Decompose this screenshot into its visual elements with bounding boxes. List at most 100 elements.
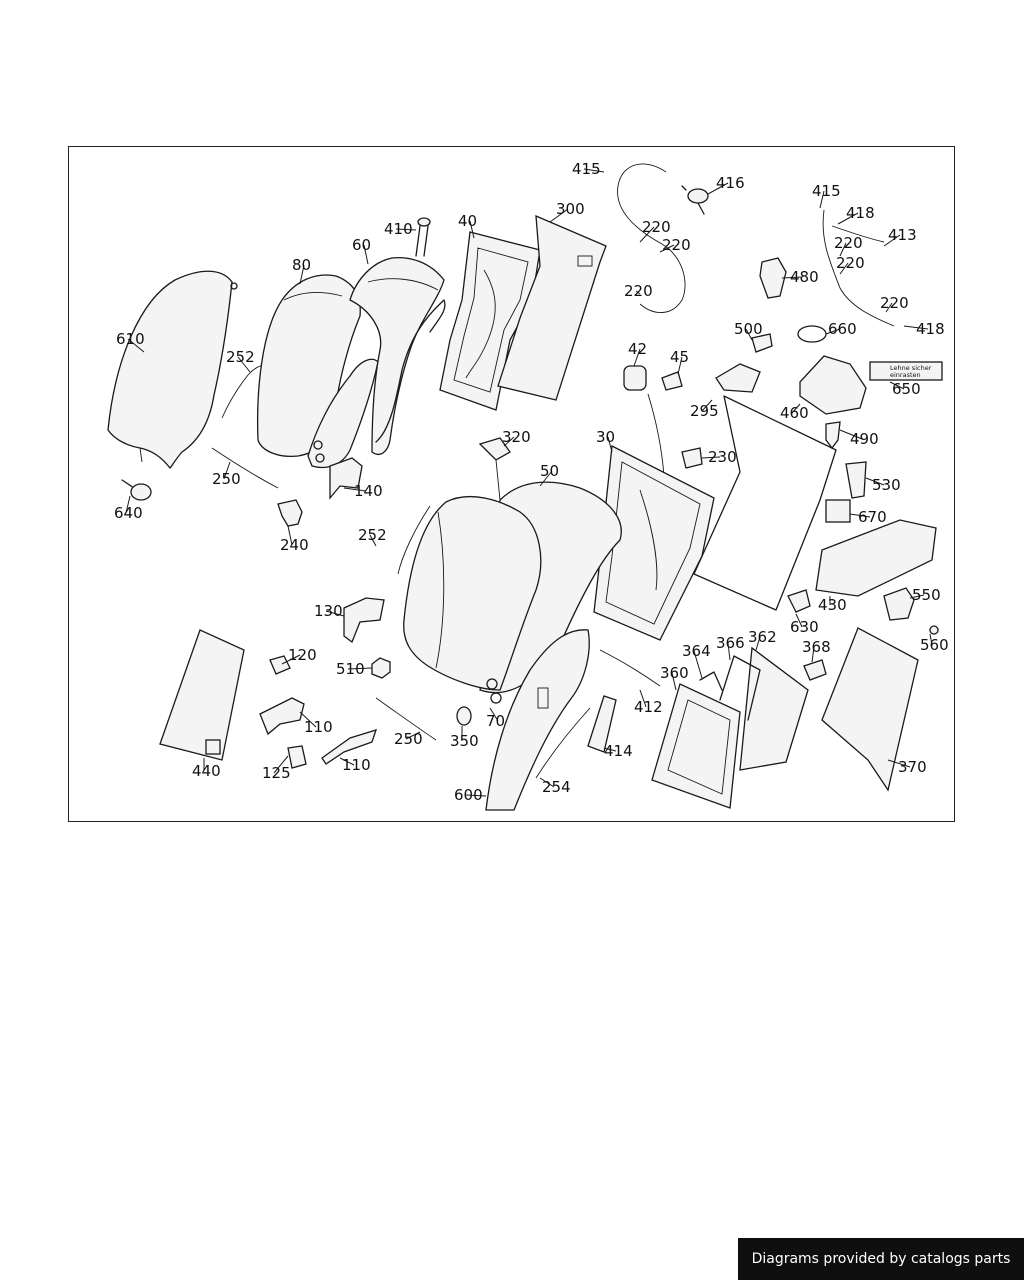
callout-leader-220a [639, 226, 655, 243]
part-140-bracket [329, 457, 363, 500]
callout-label-500: 500 [734, 320, 763, 338]
part-350-clip [456, 706, 472, 726]
callout-label-220b: 220 [662, 236, 691, 254]
part-230-screw [681, 447, 703, 469]
warning-label-line2: einrasten [890, 371, 921, 379]
callout-leader-416 [707, 182, 729, 195]
callout-leader-220c [635, 290, 641, 295]
part-412-wire [599, 649, 661, 687]
part-368-screw [803, 659, 827, 681]
callout-leader-300 [549, 208, 569, 223]
callout-label-416: 416 [716, 174, 745, 192]
callout-label-220e: 220 [836, 254, 865, 272]
callout-label-140: 140 [354, 482, 383, 500]
callout-leader-130 [325, 610, 345, 617]
part-416-bolt [681, 185, 709, 215]
part-370-panel [821, 627, 919, 792]
callout-label-230: 230 [708, 448, 737, 466]
part-42-knob [623, 365, 647, 391]
callout-leader-650 [889, 381, 905, 390]
callout-leader-368 [811, 646, 815, 663]
callout-leader-610 [127, 338, 145, 353]
callout-leader-370 [887, 759, 911, 768]
callout-label-50: 50 [540, 462, 559, 480]
callout-label-510: 510 [336, 660, 365, 678]
callout-leader-660 [825, 328, 841, 335]
callout-label-460: 460 [780, 404, 809, 422]
part-670-pad [825, 499, 851, 523]
warning-label-line1: Lehne sicher [890, 364, 932, 372]
callout-label-650: 650 [892, 380, 921, 398]
callout-leader-220f [885, 302, 893, 313]
part-640-clip [121, 479, 152, 501]
callout-label-360: 360 [660, 664, 689, 682]
part-362-housing [739, 646, 809, 771]
callout-leader-530 [865, 477, 885, 486]
part-630-clip [787, 589, 811, 613]
callout-label-490: 490 [850, 430, 879, 448]
callout-label-530: 530 [872, 476, 901, 494]
callout-label-320: 320 [502, 428, 531, 446]
part-550-bracket [883, 587, 915, 621]
callout-label-418b: 418 [916, 320, 945, 338]
part-125-bolt [287, 745, 307, 769]
part-295-panel [693, 395, 837, 611]
callout-leader-220e [839, 262, 849, 275]
callout-label-252a: 252 [226, 348, 255, 366]
callout-label-366: 366 [716, 634, 745, 652]
callout-label-560: 560 [920, 636, 949, 654]
part-130-bracket [343, 597, 385, 644]
callout-label-60: 60 [352, 236, 371, 254]
callout-label-252b: 252 [358, 526, 387, 544]
callout-label-250b: 250 [394, 730, 423, 748]
callout-leader-50 [539, 470, 553, 487]
credit-badge: Diagrams provided by catalogs parts [738, 1238, 1024, 1280]
part-60-backrest [349, 256, 445, 455]
callout-leader-362 [755, 636, 761, 651]
callout-leader-490 [839, 429, 863, 440]
part-560-screw [929, 625, 939, 635]
callout-label-414: 414 [604, 742, 633, 760]
part-410-bolt [415, 217, 431, 257]
callout-leader-418a [837, 212, 859, 225]
part-110b-bracket [321, 729, 378, 765]
callout-label-30: 30 [596, 428, 615, 446]
callout-label-254: 254 [542, 778, 571, 796]
part-240-clip [277, 499, 303, 527]
callout-leader-230 [701, 456, 721, 459]
callout-label-415b: 415 [812, 182, 841, 200]
callout-leader-320 [503, 436, 515, 447]
callout-leader-630 [795, 613, 803, 628]
part-250b-cable [375, 697, 437, 741]
callout-label-300: 300 [556, 200, 585, 218]
part-460-latch [799, 355, 867, 415]
callout-leader-460 [791, 403, 801, 414]
callout-label-670: 670 [858, 508, 887, 526]
callout-label-220a: 220 [642, 218, 671, 236]
callout-leader-45 [677, 356, 683, 375]
parts: Lehne sicher einrasten [107, 163, 943, 811]
callout-leader-120 [281, 654, 301, 665]
callout-label-413: 413 [888, 226, 917, 244]
callout-leader-250a [223, 461, 231, 480]
callout-label-220f: 220 [880, 294, 909, 312]
callout-label-40: 40 [458, 212, 477, 230]
callout-leader-410 [395, 228, 417, 231]
callout-leader-125 [273, 755, 289, 774]
callout-leader-30 [607, 436, 613, 453]
callout-label-220c: 220 [624, 282, 653, 300]
callout-label-45: 45 [670, 348, 689, 366]
part-250a-cable [211, 447, 279, 489]
part-440-panel [159, 629, 245, 761]
part-500-bolt [751, 333, 773, 353]
part-40-frame [439, 231, 541, 411]
callout-label-410: 410 [384, 220, 413, 238]
part-110a-bracket [259, 697, 305, 736]
callout-leader-254 [539, 777, 555, 788]
callout-label-350: 350 [450, 732, 479, 750]
callout-leader-295 [701, 399, 713, 412]
callout-leader-500 [745, 328, 753, 341]
callout-label-415a: 415 [572, 160, 601, 178]
part-415a-cable [617, 163, 686, 313]
